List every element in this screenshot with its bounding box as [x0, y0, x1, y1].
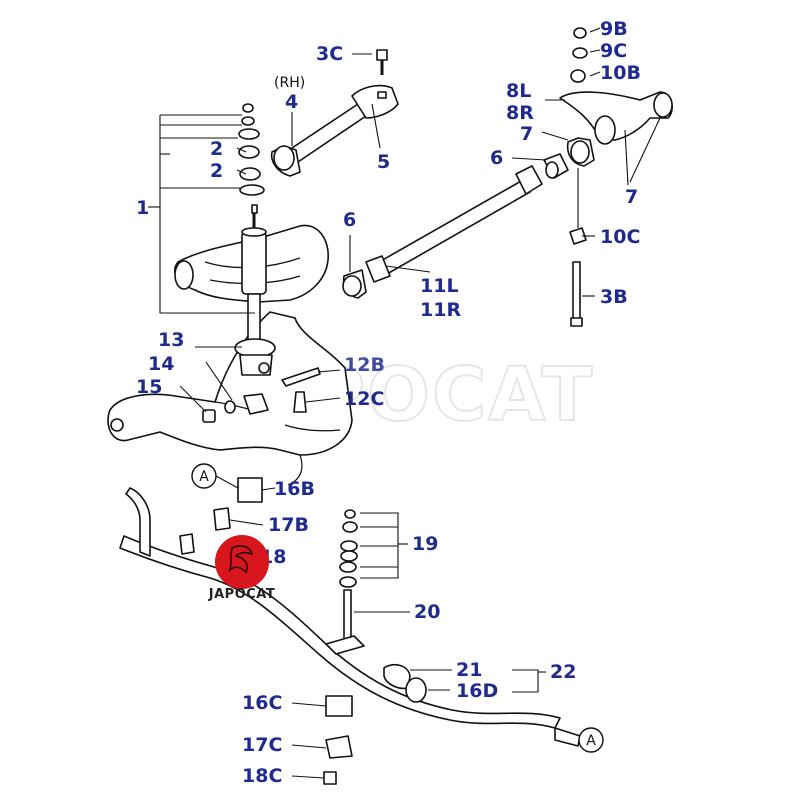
- label-16b: 16B: [274, 478, 315, 500]
- label-7a: 7: [520, 123, 533, 145]
- label-13: 13: [158, 329, 184, 351]
- label-14: 14: [148, 353, 174, 375]
- label-18c: 18C: [242, 765, 282, 787]
- lower-mount-hardware: [202, 367, 321, 423]
- strut-rod: [270, 49, 399, 177]
- bolt-3b: [569, 227, 587, 327]
- bushing-stack: [238, 103, 265, 196]
- label-6a: 6: [343, 209, 356, 231]
- label-12b: 12B: [344, 354, 385, 376]
- label-7b: 7: [625, 186, 638, 208]
- label-17b: 17B: [268, 514, 309, 536]
- label-3b: 3B: [600, 286, 628, 308]
- label-16c: 16C: [242, 692, 282, 714]
- label-10c: 10C: [600, 226, 640, 248]
- anchor-arm: [543, 27, 673, 179]
- marker-a-top: A: [191, 463, 217, 489]
- label-9b: 9B: [600, 18, 628, 40]
- label-15: 15: [136, 376, 162, 398]
- label-11r: 11R: [420, 299, 461, 321]
- frame-crossmember: [107, 311, 353, 486]
- shock-absorber: [241, 204, 267, 353]
- label-19: 19: [412, 533, 438, 555]
- label-10b: 10B: [600, 62, 641, 84]
- callout-1-bracket: [148, 114, 255, 314]
- stabilizer-link: [325, 509, 365, 655]
- leader-lines: [179, 27, 661, 779]
- label-8r: 8R: [506, 102, 534, 124]
- label-16d: 16D: [456, 680, 498, 702]
- label-17c: 17C: [242, 734, 282, 756]
- label-2b: 2: [210, 160, 223, 182]
- label-1: 1: [136, 197, 149, 219]
- label-12c: 12C: [344, 388, 384, 410]
- marker-a-bottom: A: [578, 727, 604, 753]
- logo-text: JAPOCAT: [208, 587, 275, 602]
- label-9c: 9C: [600, 40, 627, 62]
- part-labels: (RH) 1 2 2 3C 4 5 6 6 7 7 8L 8R 9B 9C 10…: [136, 18, 641, 787]
- spring-seat: [234, 338, 276, 376]
- svg-text:A: A: [199, 469, 209, 485]
- torsion-bar: [342, 165, 543, 299]
- label-8l: 8L: [506, 80, 531, 102]
- label-6b: 6: [490, 147, 503, 169]
- label-2a: 2: [210, 138, 223, 160]
- japocat-logo: JAPOCAT: [208, 535, 275, 602]
- rh-note: (RH): [274, 75, 305, 91]
- label-20: 20: [414, 601, 440, 623]
- label-21: 21: [456, 659, 482, 681]
- label-22: 22: [550, 661, 576, 683]
- label-3c: 3C: [316, 43, 343, 65]
- stabilizer-mounts: [179, 477, 427, 785]
- label-4: 4: [285, 91, 298, 113]
- label-5: 5: [377, 151, 390, 173]
- svg-text:A: A: [586, 733, 596, 749]
- label-11l: 11L: [420, 275, 459, 297]
